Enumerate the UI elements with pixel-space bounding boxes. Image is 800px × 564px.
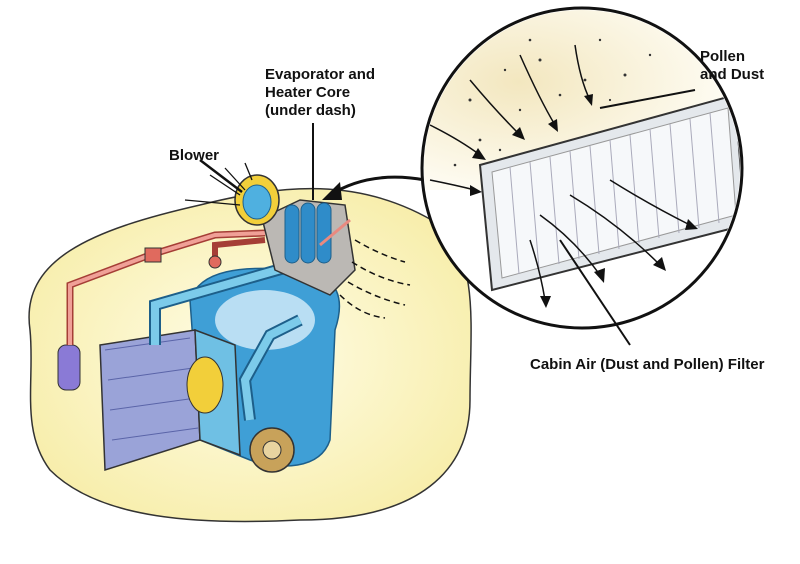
intake-airflow-lines xyxy=(184,159,253,206)
dust-particles xyxy=(453,38,652,167)
pollen-pointer xyxy=(599,89,696,109)
fan xyxy=(186,356,224,414)
evaporator-heater-core xyxy=(261,199,356,296)
label-pollen-and-dust: Pollen and Dust xyxy=(700,48,765,83)
radiator xyxy=(99,328,241,472)
cabin-air-filter xyxy=(478,93,740,292)
accumulator xyxy=(57,344,81,391)
label-cabin-air-filter: Cabin Air (Dust and Pollen) Filter xyxy=(530,356,765,373)
label-evaporator-heater-core: Evaporator and Heater Core (under dash) xyxy=(265,66,376,119)
refrigerant-line xyxy=(66,229,266,345)
callout-arrowhead xyxy=(322,182,342,200)
filtered-air-arrows xyxy=(529,179,691,301)
output-airflow-arrows xyxy=(339,239,411,319)
label-blower: Blower xyxy=(169,147,220,164)
filter-pointer xyxy=(559,239,631,346)
blower xyxy=(234,174,280,226)
coolant-hose xyxy=(149,249,332,421)
